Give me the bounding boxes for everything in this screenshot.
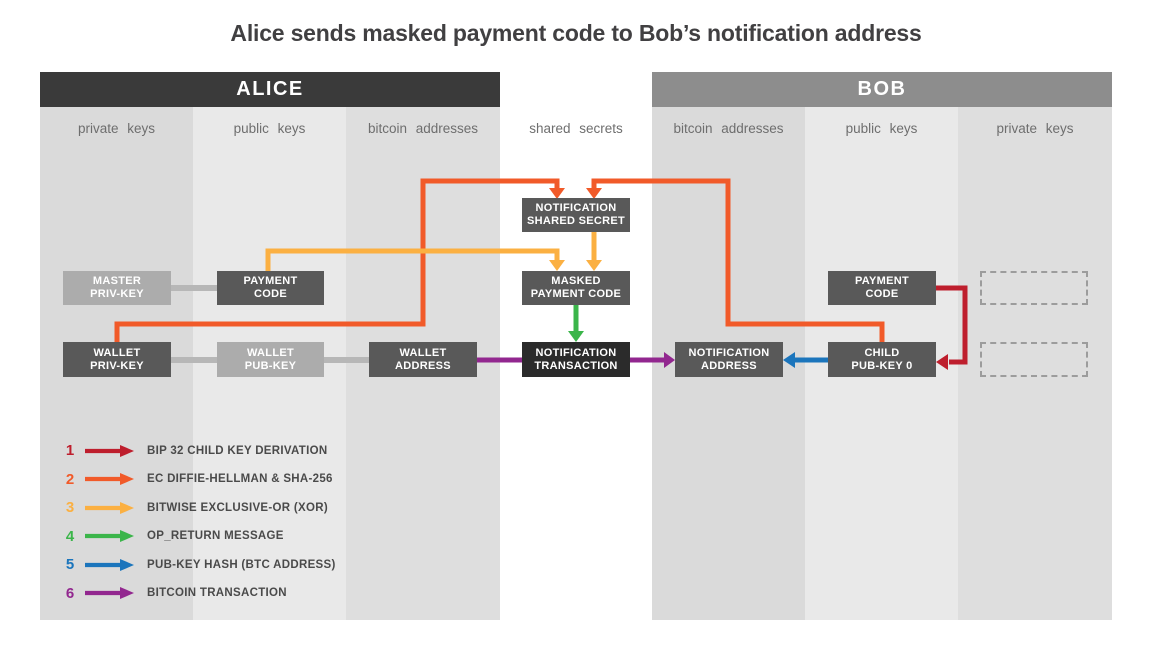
node-bob-payment-code: PAYMENT CODE — [828, 271, 936, 305]
node-label: PUB-KEY 0 — [851, 359, 913, 372]
column-label-alice-public-keys: public keys — [233, 120, 306, 136]
legend-number: 5 — [65, 556, 75, 574]
arrowhead-xor-left — [549, 260, 565, 271]
node-label: CODE — [865, 288, 899, 300]
node-label: PAYMENT — [854, 275, 910, 287]
node-label: PAYMENT CODE — [530, 288, 622, 300]
node-label: PUB-KEY — [244, 359, 297, 372]
column-label-bob-private-keys: private keys — [996, 120, 1074, 136]
alice-header-label: ALICE — [236, 78, 304, 100]
arrow-ecdh-from-child-pub-key — [591, 178, 885, 345]
legend-number: 2 — [65, 470, 75, 488]
legend-arrow-icon — [85, 558, 134, 571]
arrowhead-ecdh-left — [549, 188, 565, 199]
legend-number: 3 — [65, 499, 75, 517]
node-masked-payment-code: MASKED PAYMENT CODE — [522, 271, 630, 305]
column-label-shared-secrets: shared secrets — [529, 120, 623, 136]
node-wallet-address: WALLET ADDRESS — [369, 342, 477, 377]
node-label: WALLET — [246, 346, 294, 359]
column-label-alice-bitcoin-addresses: bitcoin addresses — [367, 120, 479, 136]
node-label: CHILD — [864, 346, 900, 359]
node-label: WALLET — [399, 346, 447, 359]
arrow-bip32 — [934, 285, 968, 365]
column-label-bob-public-keys: public keys — [845, 120, 918, 136]
column-label-bob-bitcoin-addresses: bitcoin addresses — [673, 120, 784, 136]
arrowhead-bip32 — [936, 354, 948, 370]
node-wallet-pub-key: WALLET PUB-KEY — [217, 342, 324, 377]
arrowhead-pubkeyhash — [783, 352, 795, 368]
node-wallet-priv-key: WALLET PRIV-KEY — [63, 342, 171, 377]
legend-row-bitcoin-tx: 6 BITCOIN TRANSACTION — [62, 585, 336, 602]
legend-label: PUB-KEY HASH (BTC ADDRESS) — [147, 558, 336, 571]
node-alice-payment-code: PAYMENT CODE — [217, 271, 324, 305]
arrowhead-xor-right — [586, 260, 602, 271]
arrowhead-tx — [664, 352, 675, 368]
legend-row-bip32: 1 BIP 32 CHILD KEY DERIVATION — [62, 442, 336, 459]
arrowhead-opreturn — [568, 331, 584, 342]
node-label: ADDRESS — [395, 359, 451, 372]
node-notification-address: NOTIFICATION ADDRESS — [675, 342, 783, 377]
legend-label: BIP 32 CHILD KEY DERIVATION — [147, 444, 328, 457]
node-label: SHARED SECRET — [526, 215, 626, 227]
legend-label: BITWISE EXCLUSIVE-OR (XOR) — [147, 501, 328, 514]
node-label: MASKED — [551, 275, 601, 287]
node-label: TRANSACTION — [534, 359, 618, 372]
node-label: WALLET — [93, 346, 141, 359]
bob-header: BOB — [652, 72, 1112, 107]
legend-label: EC DIFFIE-HELLMAN & SHA-256 — [147, 473, 333, 486]
node-label: NOTIFICATION — [688, 346, 770, 359]
node-bob-hidden-priv-key-2 — [980, 342, 1088, 377]
legend-row-pubkeyhash: 5 PUB-KEY HASH (BTC ADDRESS) — [62, 556, 336, 573]
legend-arrow-icon — [85, 444, 134, 457]
node-notification-transaction: NOTIFICATION TRANSACTION — [522, 342, 630, 377]
node-child-pub-key-0: CHILD PUB-KEY 0 — [828, 342, 936, 377]
node-label: ADDRESS — [701, 359, 757, 372]
legend-arrow-icon — [85, 530, 134, 543]
legend: 1 BIP 32 CHILD KEY DERIVATION 2 EC DIFFI… — [62, 442, 336, 614]
arrowhead-ecdh-right — [586, 188, 602, 199]
alice-header: ALICE — [40, 72, 500, 107]
legend-arrow-icon — [85, 587, 134, 600]
node-label: CODE — [254, 288, 287, 300]
column-label-alice-private-keys: private keys — [77, 120, 156, 136]
node-label: PRIV-KEY — [90, 288, 144, 300]
node-label: MASTER — [92, 275, 142, 287]
node-label: NOTIFICATION — [535, 202, 617, 214]
legend-row-opreturn: 4 OP_RETURN MESSAGE — [62, 528, 336, 545]
legend-label: OP_RETURN MESSAGE — [147, 530, 284, 543]
legend-number: 6 — [65, 584, 75, 602]
diagram-title: Alice sends masked payment code to Bob’s… — [230, 20, 922, 46]
legend-number: 4 — [65, 527, 75, 545]
legend-arrow-icon — [85, 473, 134, 486]
node-master-priv-key: MASTER PRIV-KEY — [63, 271, 171, 305]
node-label: PAYMENT — [243, 275, 298, 287]
legend-number: 1 — [65, 442, 75, 459]
arrow-xor-from-payment-code — [265, 248, 560, 272]
legend-row-xor: 3 BITWISE EXCLUSIVE-OR (XOR) — [62, 499, 336, 516]
node-notification-shared-secret: NOTIFICATION SHARED SECRET — [522, 198, 630, 232]
arrow-ecdh-from-wallet-priv-key — [114, 178, 560, 345]
legend-arrow-icon — [85, 501, 134, 514]
node-label: PRIV-KEY — [90, 359, 144, 372]
bob-header-label: BOB — [857, 78, 907, 100]
node-bob-hidden-priv-key-1 — [980, 271, 1088, 305]
legend-label: BITCOIN TRANSACTION — [147, 587, 287, 600]
node-label: NOTIFICATION — [535, 346, 617, 359]
legend-row-ecdh: 2 EC DIFFIE-HELLMAN & SHA-256 — [62, 471, 336, 488]
